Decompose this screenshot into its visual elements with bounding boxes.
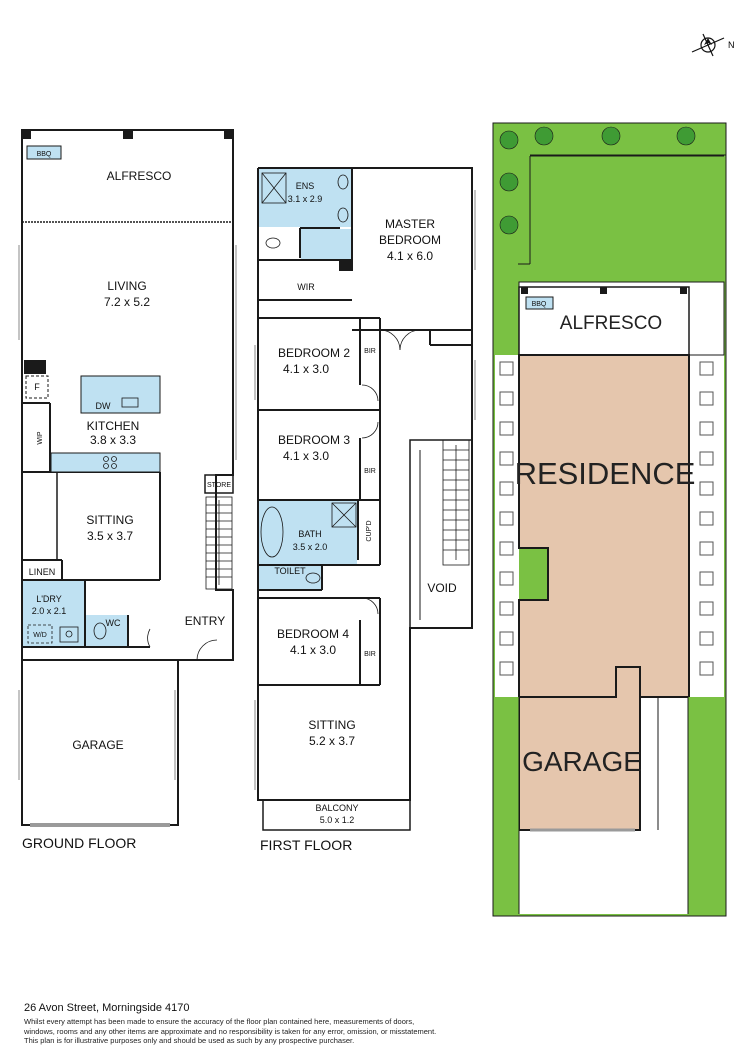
gf-wc-label: WC	[106, 618, 121, 628]
ff-ensuite-dims: 3.1 x 2.9	[288, 194, 323, 204]
gf-dw-label: DW	[96, 401, 111, 411]
gf-sitting-dims: 3.5 x 3.7	[87, 529, 133, 543]
ff-cupd-label: CUP'D	[366, 520, 373, 541]
site-garage-label: GARAGE	[522, 746, 642, 777]
ff-bedroom3-label: BEDROOM 3	[278, 433, 350, 447]
ff-master-label-2: BEDROOM	[379, 233, 441, 247]
ff-balcony-dims: 5.0 x 1.2	[320, 815, 355, 825]
gf-bbq-label: BBQ	[37, 151, 52, 158]
site-bbq-label: BBQ	[532, 301, 547, 308]
ff-master-label-1: MASTER	[385, 217, 435, 231]
ff-ensuite-label: ENS	[296, 181, 315, 191]
residence-footprint	[518, 354, 690, 698]
gf-kitchen-dims: 3.8 x 3.3	[90, 433, 136, 447]
gf-store-label: STORE	[207, 482, 231, 489]
gf-kitchen-label: KITCHEN	[87, 419, 140, 433]
gf-entry-label: ENTRY	[185, 614, 225, 628]
ff-bath-dims: 3.5 x 2.0	[293, 542, 328, 552]
ff-bedroom2-dims: 4.1 x 3.0	[283, 362, 329, 376]
ff-wir-label: WIR	[297, 282, 315, 292]
ff-bir-label-3: BIR	[364, 468, 376, 475]
gf-sitting-label: SITTING	[86, 513, 133, 527]
footer: 26 Avon Street, Morningside 4170 Whilst …	[24, 1002, 724, 1046]
ff-void-label: VOID	[427, 581, 457, 595]
disclaimer-line-2: windows, rooms and any other items are a…	[24, 1026, 437, 1036]
ff-bedroom4-dims: 4.1 x 3.0	[290, 643, 336, 657]
site-alfresco-label: ALFRESCO	[560, 313, 662, 334]
disclaimer-line-3: This plan is for illustrative purposes o…	[24, 1036, 355, 1045]
ff-bedroom4-label: BEDROOM 4	[277, 627, 349, 641]
gf-laundry-label: L'DRY	[36, 594, 62, 604]
disclaimer-line-1: Whilst every attempt has been made to en…	[24, 1017, 415, 1026]
ff-master-dims: 4.1 x 6.0	[387, 249, 433, 263]
gf-wip-label: WIP	[37, 431, 44, 445]
ff-sitting-label: SITTING	[308, 718, 355, 732]
toilet-area	[259, 566, 321, 589]
kitchen-island	[80, 375, 161, 414]
gf-living-dims: 7.2 x 5.2	[104, 295, 150, 309]
ensuite-area	[259, 169, 351, 227]
site-residence-label: RESIDENCE	[515, 456, 696, 491]
ff-toilet-label: TOILET	[274, 566, 306, 576]
property-address: 26 Avon Street, Morningside 4170	[24, 1002, 190, 1014]
gf-garage-label: GARAGE	[72, 738, 123, 752]
ff-bir-label-4: BIR	[364, 651, 376, 658]
ff-bir-label-2: BIR	[364, 348, 376, 355]
gf-wd-label: W/D	[33, 632, 47, 639]
ff-bedroom2-label: BEDROOM 2	[278, 346, 350, 360]
site-plan	[492, 122, 727, 917]
first-floor-plan	[254, 167, 476, 831]
gf-linen-label: LINEN	[29, 567, 56, 577]
gf-alfresco-label: ALFRESCO	[107, 169, 172, 183]
ground-floor-caption: GROUND FLOOR	[22, 835, 136, 851]
compass-label: N	[728, 40, 735, 50]
first-floor-caption: FIRST FLOOR	[260, 837, 352, 853]
laundry-area	[23, 581, 84, 646]
ff-bath-label: BATH	[298, 529, 321, 539]
wc-area	[86, 615, 127, 646]
ground-floor-plan	[18, 129, 237, 827]
kitchen-bench	[50, 452, 161, 473]
ff-sitting-dims: 5.2 x 3.7	[309, 734, 355, 748]
north-arrow-icon: N	[691, 33, 735, 57]
ff-bedroom3-dims: 4.1 x 3.0	[283, 449, 329, 463]
gf-fridge-label: F	[34, 382, 40, 392]
gf-living-label: LIVING	[107, 279, 146, 293]
floor-plan: N	[18, 33, 735, 917]
ff-balcony-label: BALCONY	[315, 803, 358, 813]
gf-laundry-dims: 2.0 x 2.1	[32, 606, 67, 616]
